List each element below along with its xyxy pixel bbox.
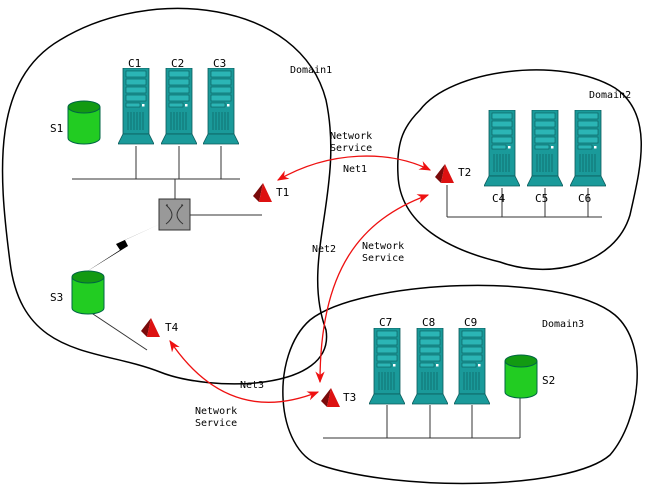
domain1-wiring — [72, 146, 262, 351]
domain2-wiring — [446, 185, 602, 218]
domain3-label: Domain3 — [542, 319, 584, 330]
net3-service-line1: Network — [195, 406, 237, 417]
switch-icon — [158, 198, 191, 231]
net1-service-line1: Network — [330, 131, 372, 142]
server-c5-icon — [527, 110, 563, 187]
net1-label: Net1 — [343, 164, 367, 175]
net3-service-line2: Service — [195, 418, 237, 429]
server-c6-icon — [570, 110, 606, 187]
terminal-t4-icon — [141, 318, 160, 337]
domain1-label: Domain1 — [290, 65, 332, 76]
net2-service-line2: Service — [362, 253, 404, 264]
terminal-t1-icon — [253, 183, 272, 202]
net2-connection — [315, 194, 430, 384]
server-c5-label: C5 — [535, 192, 548, 205]
net2-label: Net2 — [312, 244, 336, 255]
server-c1-label: C1 — [128, 57, 141, 70]
server-c4-label: C4 — [492, 192, 506, 205]
server-c8-label: C8 — [422, 316, 435, 329]
storage-s2-icon — [504, 354, 538, 399]
server-c2-label: C2 — [171, 57, 184, 70]
storage-s1-label: S1 — [50, 122, 63, 135]
server-c9-label: C9 — [464, 316, 477, 329]
terminal-t3-label: T3 — [343, 391, 356, 404]
server-c4-icon — [484, 110, 520, 187]
domain3-boundary — [282, 284, 638, 485]
server-c7-icon — [369, 328, 405, 405]
server-c3-label: C3 — [213, 57, 226, 70]
server-c1-icon — [118, 68, 154, 145]
domain2-boundary — [396, 69, 642, 271]
terminal-t2-icon — [435, 164, 454, 183]
server-c9-icon — [454, 328, 490, 405]
wireless-link-icon — [86, 224, 160, 272]
storage-s1-icon — [67, 100, 101, 145]
net1-service-line2: Service — [330, 143, 372, 154]
server-c7-label: C7 — [379, 316, 392, 329]
terminal-t1-label: T1 — [276, 186, 289, 199]
net1-connection — [276, 155, 432, 181]
storage-s3-icon — [71, 270, 105, 315]
server-c6-label: C6 — [578, 192, 591, 205]
storage-s3-label: S3 — [50, 291, 63, 304]
storage-s2-label: S2 — [542, 374, 555, 387]
domain2-label: Domain2 — [589, 90, 631, 101]
net2-service-line1: Network — [362, 241, 404, 252]
server-c3-icon — [203, 68, 239, 145]
net3-label: Net3 — [240, 380, 264, 391]
terminal-t3-icon — [321, 388, 340, 407]
net3-connection — [169, 340, 320, 403]
server-c8-icon — [412, 328, 448, 405]
terminal-t4-label: T4 — [165, 321, 179, 334]
server-c2-icon — [161, 68, 197, 145]
domain3-wiring — [323, 397, 521, 439]
terminal-t2-label: T2 — [458, 166, 471, 179]
